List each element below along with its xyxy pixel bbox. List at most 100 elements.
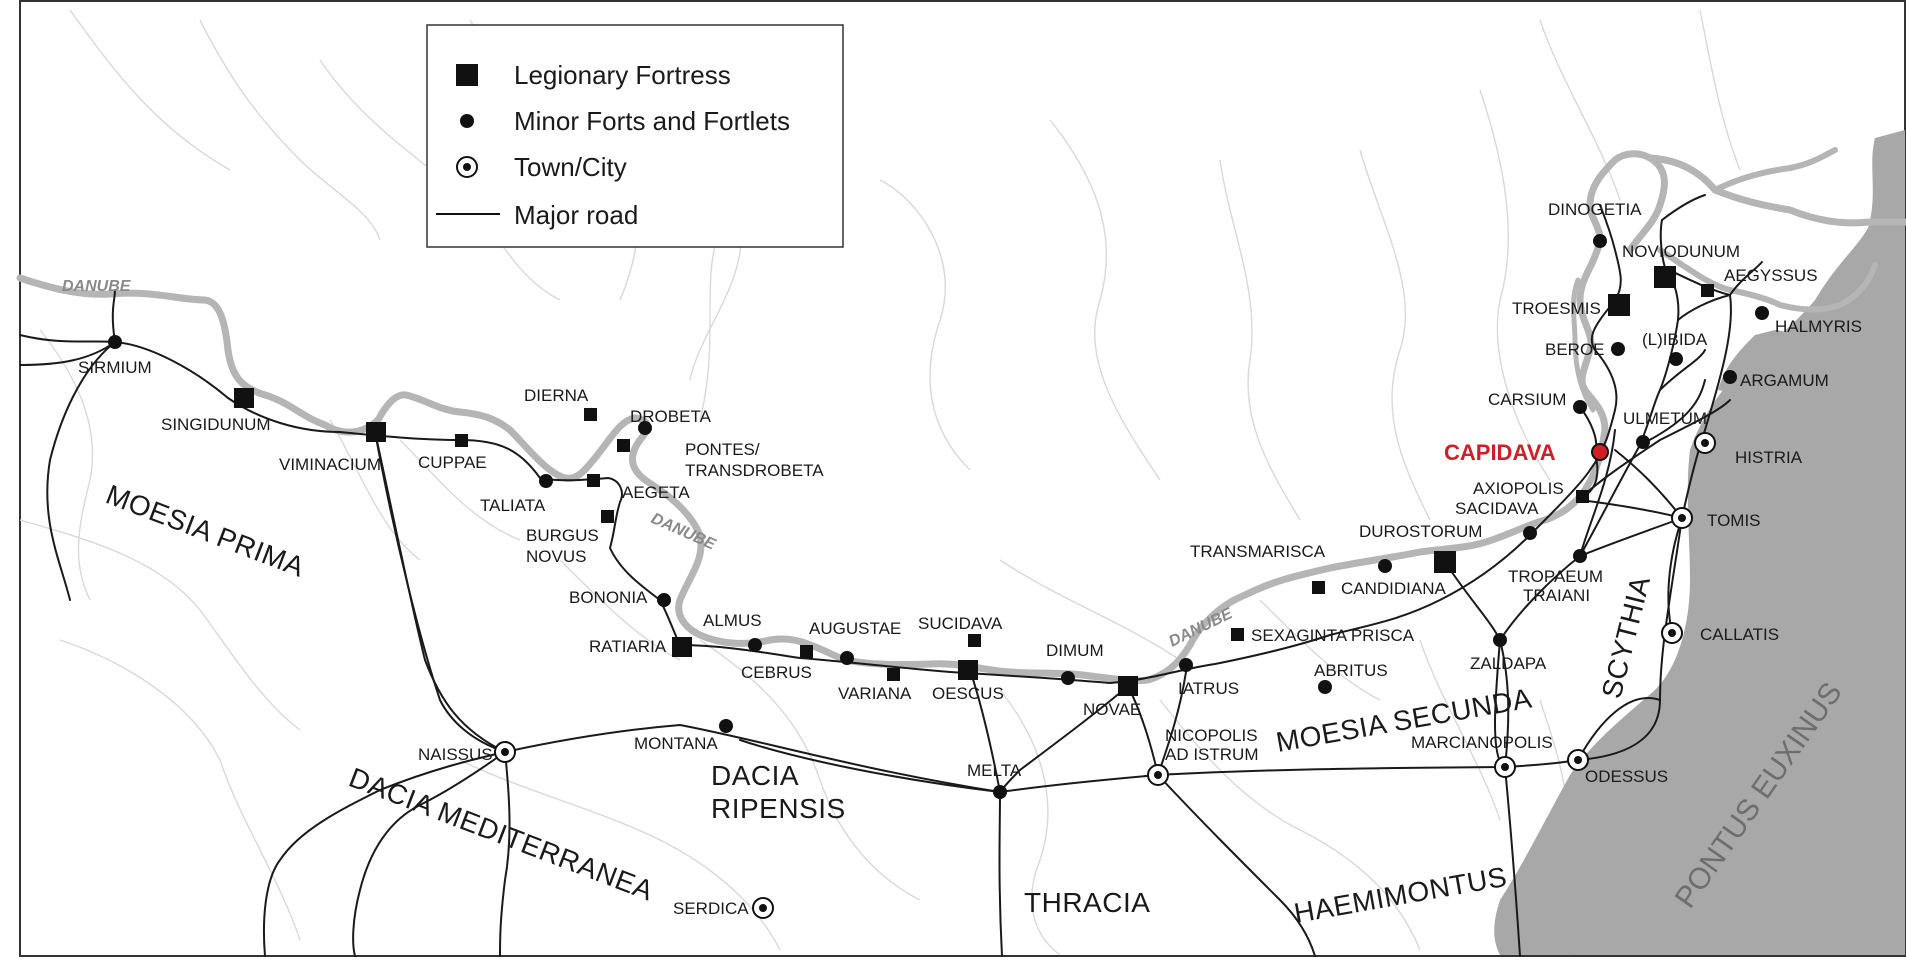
towns (494, 432, 1716, 919)
fort-ibida (1669, 352, 1683, 366)
legend-box (426, 24, 844, 248)
fortress-ratiaria (672, 637, 692, 657)
label-halmyris: HALMYRIS (1775, 317, 1862, 336)
fort-iatrus (1179, 658, 1193, 672)
fortress-durostorum (1434, 551, 1456, 573)
legend-town-icon-dot (463, 163, 471, 171)
label-sacidava: SACIDAVA (1455, 499, 1539, 518)
label-variana: VARIANA (838, 684, 912, 703)
fortress-troesmis (1608, 294, 1630, 316)
fort-variana (887, 668, 900, 681)
label-ibida: (L)IBIDA (1642, 330, 1708, 349)
town-serdica (752, 897, 774, 919)
fort-beroe (1611, 342, 1625, 356)
fort-drobeta (638, 421, 652, 435)
label-troesmis: TROESMIS (1512, 299, 1601, 318)
label-montana: MONTANA (634, 734, 718, 753)
fort-sacidava (1523, 526, 1537, 540)
label-nicopolis-2: AD ISTRUM (1165, 745, 1259, 764)
legend-town-label: Town/City (514, 152, 627, 182)
label-novae: NOVAE (1083, 700, 1141, 719)
fortress-viminacium (366, 422, 386, 442)
minor-forts (108, 234, 1769, 799)
fort-argamum (1723, 370, 1737, 384)
label-taliata: TALIATA (480, 496, 546, 515)
label-cuppae: CUPPAE (418, 453, 487, 472)
label-argamum: ARGAMUM (1740, 371, 1829, 390)
province-dacia: DACIA (711, 760, 799, 791)
town-naissus (494, 741, 516, 763)
label-odessus: ODESSUS (1585, 767, 1668, 786)
site-labels: SIRMIUM SINGIDUNUM VIMINACIUM CUPPAE TAL… (78, 200, 1862, 918)
fort-abritus (1318, 680, 1332, 694)
danube-right-arm (1571, 277, 1596, 413)
label-sucidava: SUCIDAVA (918, 614, 1003, 633)
fortress-noviodunum (1654, 266, 1676, 288)
label-axiopolis: AXIOPOLIS (1473, 479, 1564, 498)
label-tomis: TOMIS (1707, 511, 1761, 530)
label-carsium: CARSIUM (1488, 390, 1566, 409)
label-zaldapa: ZALDAPA (1470, 654, 1547, 673)
fortress-singidunum (234, 388, 254, 408)
town-callatis (1661, 622, 1683, 644)
label-singidunum: SINGIDUNUM (161, 415, 271, 434)
label-almus: ALMUS (703, 611, 762, 630)
capidava-marker (1591, 443, 1609, 461)
label-dimum: DIMUM (1046, 641, 1104, 660)
label-serdica: SERDICA (673, 899, 749, 918)
town-odessus (1567, 749, 1589, 771)
label-dinogetia: DINOGETIA (1548, 200, 1642, 219)
fort-melta (993, 785, 1007, 799)
fort-halmyris (1755, 306, 1769, 320)
town-nicopolis (1147, 764, 1169, 786)
legend-fortress-icon (456, 64, 478, 86)
fort-cebrus (800, 645, 813, 658)
label-durostorum: DUROSTORUM (1359, 522, 1482, 541)
label-beroe: BEROE (1545, 340, 1605, 359)
fort-cuppae (455, 434, 468, 447)
label-cebrus: CEBRUS (741, 663, 812, 682)
label-capidava: CAPIDAVA (1444, 440, 1556, 465)
minor-fort-squares (455, 284, 1714, 681)
label-transmarisca: TRANSMARISCA (1190, 542, 1326, 561)
label-sexaginta: SEXAGINTA PRISCA (1251, 626, 1415, 645)
label-pontes-2: TRANSDROBETA (685, 461, 824, 480)
fort-zaldapa (1493, 633, 1507, 647)
town-tomis (1671, 507, 1693, 529)
fort-almus (748, 638, 762, 652)
province-thracia: THRACIA (1024, 887, 1150, 918)
danube-river (16, 150, 1668, 684)
fort-augustae (840, 651, 854, 665)
fort-bononia (657, 593, 671, 607)
fort-transmarisca (1312, 581, 1325, 594)
fort-dinogetia (1593, 234, 1607, 248)
label-dierna: DIERNA (524, 386, 589, 405)
fort-dierna (584, 408, 597, 421)
label-sirmium: SIRMIUM (78, 358, 152, 377)
label-histria: HISTRIA (1735, 448, 1803, 467)
danube-delta-branch-2 (1712, 147, 1838, 193)
danube-label-west: DANUBE (62, 278, 132, 295)
label-ratiaria: RATIARIA (589, 637, 667, 656)
legionary-fortresses (234, 266, 1676, 696)
town-histria (1694, 432, 1716, 454)
label-naissus: NAISSUS (418, 745, 493, 764)
fort-aegyssus (1701, 284, 1714, 297)
town-marcianopolis (1494, 756, 1516, 778)
label-nicopolis-1: NICOPOLIS (1165, 726, 1258, 745)
fort-tropaeum (1573, 549, 1587, 563)
fort-carsium (1573, 400, 1587, 414)
label-bononia: BONONIA (569, 588, 648, 607)
label-pontes-1: PONTES/ (685, 440, 760, 459)
black-sea (1494, 130, 1905, 955)
fort-taliata (539, 474, 553, 488)
label-drobeta: DROBETA (630, 407, 712, 426)
label-tropaeum-1: TROPAEUM (1508, 567, 1603, 586)
label-burgus-2: NOVUS (526, 547, 586, 566)
fort-sucidava (968, 634, 981, 647)
fort-ulmetum (1636, 435, 1650, 449)
danube-lower-branch (1657, 247, 1878, 313)
fort-aegeta (587, 474, 600, 487)
label-augustae: AUGUSTAE (809, 619, 901, 638)
